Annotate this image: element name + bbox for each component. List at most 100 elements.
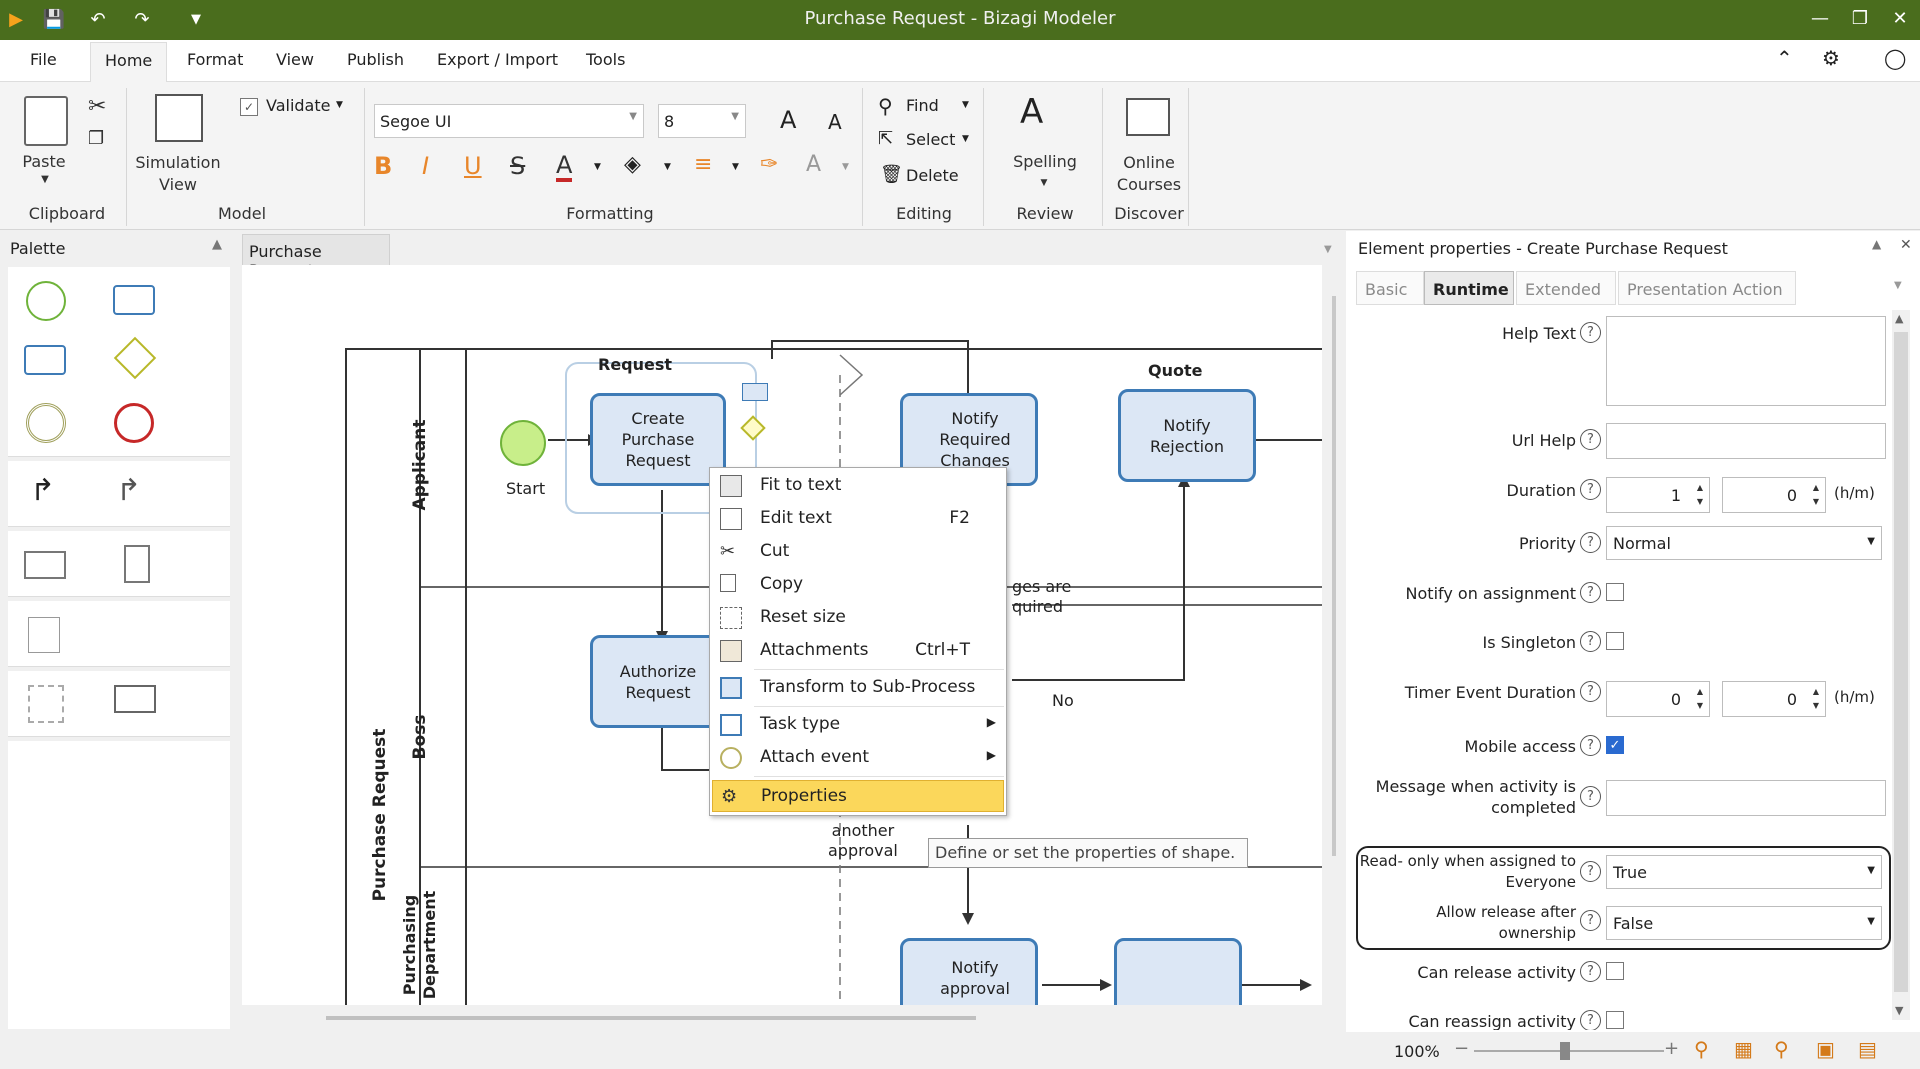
undo-icon[interactable]: ↶ [90,9,106,30]
task-authorize-request[interactable]: Authorize Request [590,635,726,728]
start-event-icon[interactable] [26,281,66,321]
zoom-slider-thumb[interactable] [1560,1042,1570,1060]
close-icon[interactable]: ✕ [1900,237,1912,253]
allow-release-select[interactable]: False▼ [1606,906,1882,940]
lightbulb-icon[interactable]: ◯ [1884,46,1907,70]
help-icon[interactable]: ? [1580,322,1601,343]
shrink-font-icon[interactable]: A [828,110,842,134]
zoom-selection-icon[interactable]: ▣ [1816,1037,1835,1061]
quick-add-task-icon[interactable] [742,383,768,401]
help-icon[interactable]: ? [1580,582,1601,603]
menu-view[interactable]: View [276,50,314,69]
tab-list-dropdown-icon[interactable]: ▼ [1324,244,1332,255]
menu-file[interactable]: File [30,50,57,69]
help-icon[interactable]: ? [1580,786,1601,807]
can-reassign-checkbox[interactable] [1606,1011,1624,1029]
settings-gear-icon[interactable]: ⚙ [1822,46,1840,70]
gateway-icon[interactable] [113,336,157,380]
close-icon[interactable]: ✕ [1892,8,1908,29]
clear-format-icon[interactable]: ✑ [760,152,779,177]
help-icon[interactable]: ? [1580,681,1601,702]
menu-fit-to-text[interactable]: Fit to text [712,470,1004,502]
validate-dropdown-icon[interactable]: ▼ [336,100,343,110]
help-icon[interactable]: ? [1580,735,1601,756]
tabs-dropdown-icon[interactable]: ▼ [1894,280,1902,291]
menu-export-import[interactable]: Export / Import [437,50,559,69]
select-icon[interactable]: ⇱ [878,128,894,149]
priority-select[interactable]: Normal▼ [1606,526,1882,560]
align-dropdown-icon[interactable]: ▼ [732,162,739,172]
end-event-icon[interactable] [114,403,154,443]
annotation-icon[interactable] [28,617,60,653]
vertical-scrollbar[interactable] [1332,296,1336,856]
tab-extended[interactable]: Extended [1516,271,1616,305]
fill-color-icon[interactable]: ◈ [624,152,641,177]
minimize-icon[interactable]: — [1811,8,1829,29]
can-release-checkbox[interactable] [1606,962,1624,980]
menu-reset-size[interactable]: Reset size [712,602,1004,634]
association-icon[interactable]: ↱ [116,473,142,508]
properties-scrollbar[interactable]: ▲ ▼ [1892,310,1910,1020]
menu-tools[interactable]: Tools [586,50,626,69]
tab-presentation-action[interactable]: Presentation Action [1618,271,1796,305]
menu-home[interactable]: Home [90,42,168,82]
underline-icon[interactable]: U [464,152,482,180]
help-icon[interactable]: ? [1580,532,1601,553]
help-icon[interactable]: ? [1580,631,1601,652]
task-icon[interactable] [113,285,155,315]
collapse-ribbon-icon[interactable]: ⌃ [1776,46,1793,70]
font-size-select[interactable]: 8▼ [658,104,746,138]
read-only-select[interactable]: True▼ [1606,855,1882,889]
tab-basic[interactable]: Basic [1356,271,1424,305]
duration-hours-input[interactable]: 1▲▼ [1606,477,1710,513]
pin-icon[interactable]: ▲ [1872,237,1882,251]
font-name-select[interactable]: Segoe UI▼ [374,104,644,138]
intermediate-event-icon[interactable] [26,403,66,443]
validate-button[interactable]: Validate [266,96,331,115]
menu-cut[interactable]: ✂Cut [712,536,1004,568]
find-button[interactable]: Find [906,96,939,115]
paste-dropdown-icon[interactable]: ▼ [41,174,49,185]
duration-minutes-input[interactable]: 0▲▼ [1722,477,1826,513]
quick-access-dropdown-icon[interactable]: ▼ [191,12,201,27]
menu-publish[interactable]: Publish [347,50,405,69]
menu-copy[interactable]: Copy [712,569,1004,601]
fit-page-icon[interactable]: ▦ [1734,1037,1753,1061]
zoom-fit-icon[interactable]: ⚲ [1694,1037,1709,1061]
zoom-in-icon[interactable]: + [1664,1038,1680,1059]
paste-icon[interactable] [24,96,68,146]
text-format-dropdown-icon[interactable]: ▼ [842,162,849,172]
spin-down-icon[interactable]: ▼ [1812,497,1819,506]
subprocess-icon[interactable] [24,345,66,375]
menu-task-type[interactable]: Task type▶ [712,709,1004,741]
text-format-icon[interactable]: A [806,152,822,177]
task-create-purchase-request[interactable]: Create Purchase Request [590,393,726,486]
menu-attach-event[interactable]: Attach event▶ [712,742,1004,774]
simulation-view-icon[interactable] [155,94,203,142]
font-color-icon[interactable]: A [556,152,573,182]
paste-button[interactable]: Paste [22,152,66,171]
menu-transform-subprocess[interactable]: Transform to Sub-Process [712,672,1004,704]
spin-up-icon[interactable]: ▲ [1812,483,1819,492]
find-dropdown-icon[interactable]: ▼ [962,100,969,110]
group-icon[interactable] [28,685,64,723]
spelling-icon[interactable]: A [1020,92,1044,132]
help-icon[interactable]: ? [1580,479,1601,500]
fill-color-dropdown-icon[interactable]: ▼ [664,162,671,172]
pool-icon[interactable] [24,551,66,579]
help-icon[interactable]: ? [1580,1010,1601,1030]
spin-down-icon[interactable]: ▼ [1696,701,1703,710]
data-object-icon[interactable] [124,545,150,583]
online-courses-icon[interactable] [1126,98,1170,136]
zoom-out-icon[interactable]: − [1454,1038,1470,1059]
spin-up-icon[interactable]: ▲ [1696,483,1703,492]
spelling-dropdown-icon[interactable]: ▼ [1040,178,1048,188]
find-icon[interactable]: ⚲ [878,94,893,118]
sequence-flow-icon[interactable]: ↱ [30,473,56,508]
select-dropdown-icon[interactable]: ▼ [962,134,969,144]
menu-properties[interactable]: ⚙Properties [712,780,1004,812]
spelling-button[interactable]: Spelling [1013,152,1077,171]
validate-checkbox-icon[interactable]: ✓ [240,98,258,116]
